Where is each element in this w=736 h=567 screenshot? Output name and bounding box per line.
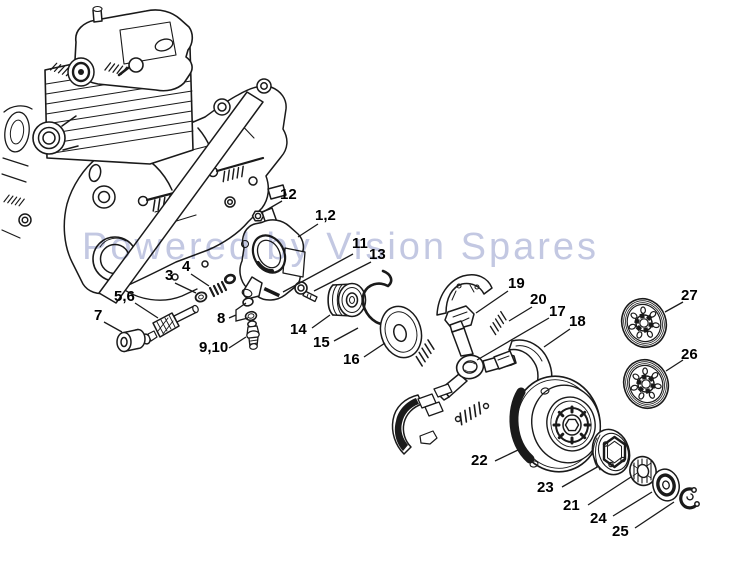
part-label-3: 3 xyxy=(165,267,174,284)
engine-assembly-drawing xyxy=(1,5,288,304)
part-screw-13 xyxy=(294,281,318,303)
part-clutch-drum-22 xyxy=(509,375,602,473)
part-label-15: 15 xyxy=(313,334,330,351)
part-worm-shaft-5-6 xyxy=(141,304,199,345)
part-label-4: 4 xyxy=(182,258,191,275)
part-clutch-shoe-lower xyxy=(391,383,453,455)
part-label-1-2: 1,2 xyxy=(315,207,336,224)
part-label-5-6: 5,6 xyxy=(114,288,135,305)
leader-lines xyxy=(103,200,684,529)
part-washer-16 xyxy=(379,305,423,359)
part-spring-20 xyxy=(487,310,509,336)
part-pin-11 xyxy=(263,287,280,298)
part-label-9-10: 9,10 xyxy=(199,339,229,356)
part-worm-14 xyxy=(327,282,367,318)
part-label-21: 21 xyxy=(563,497,580,514)
front-strut xyxy=(98,91,264,304)
part-label-19: 19 xyxy=(508,275,525,292)
part-label-20: 20 xyxy=(530,291,547,308)
part-spring-coil-b xyxy=(455,401,486,426)
clutch-parts xyxy=(391,274,700,510)
part-needle-bearing-21 xyxy=(629,455,657,487)
part-orings-8 xyxy=(242,297,258,322)
part-label-25: 25 xyxy=(612,523,629,540)
part-label-27: 27 xyxy=(681,287,698,304)
part-label-17: 17 xyxy=(549,303,566,320)
part-sleeve-7 xyxy=(116,328,146,353)
part-rim-sprocket-26 xyxy=(616,352,676,416)
part-label-18: 18 xyxy=(569,313,586,330)
part-nut-12 xyxy=(251,210,265,222)
watermark-text: Powered by Vision Spares xyxy=(82,226,599,268)
part-label-24: 24 xyxy=(590,510,607,527)
part-valve-9-10 xyxy=(246,320,260,350)
part-label-26: 26 xyxy=(681,346,698,363)
part-e-clip-25 xyxy=(679,487,700,510)
part-sprocket-hub-23 xyxy=(591,428,631,476)
cylinder-cover xyxy=(74,9,194,92)
part-washer-24 xyxy=(652,468,680,502)
part-label-12: 12 xyxy=(280,186,297,203)
part-label-7: 7 xyxy=(94,307,103,324)
oil-pump-parts xyxy=(116,207,423,359)
part-washer-3 xyxy=(194,291,208,303)
part-clutch-shoe-19 xyxy=(436,274,493,331)
part-label-13: 13 xyxy=(369,246,386,263)
part-label-14: 14 xyxy=(290,321,307,338)
part-label-11: 11 xyxy=(352,235,368,252)
part-spring-4 xyxy=(208,273,237,298)
part-rim-sprocket-27 xyxy=(614,291,674,355)
part-label-22: 22 xyxy=(471,452,488,469)
part-label-23: 23 xyxy=(537,479,554,496)
part-label-16: 16 xyxy=(343,351,360,368)
part-label-8: 8 xyxy=(217,310,226,327)
part-oil-pump xyxy=(239,207,306,301)
